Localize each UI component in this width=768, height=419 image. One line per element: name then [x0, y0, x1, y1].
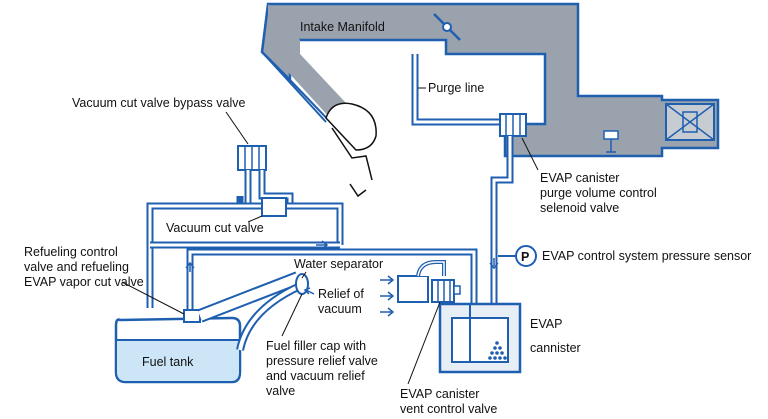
relief-of-vacuum-label: Relief of vacuum [318, 287, 367, 316]
vent-control-valve-label: EVAP canister vent control valve [400, 387, 497, 416]
vacuum-cut-bypass-label: Vacuum cut valve bypass valve [72, 96, 246, 110]
intake-manifold [260, 2, 720, 158]
flow-arrow-icon [380, 275, 395, 317]
svg-text:P: P [521, 250, 529, 264]
pressure-sensor-label: EVAP control system pressure sensor [542, 249, 751, 263]
vacuum-cut-valve-label: Vacuum cut valve [166, 221, 264, 235]
purge-line [411, 54, 500, 126]
intake-manifold-label: Intake Manifold [300, 20, 385, 34]
purge-line-label: Purge line [428, 81, 484, 95]
purge-solenoid-valve [499, 113, 527, 137]
vapor-line [150, 241, 478, 316]
vacuum-cut-bypass-valve [237, 145, 267, 171]
refueling-control-label: Refueling control valve and refueling EV… [24, 245, 144, 289]
fuel-tank-label: Fuel tank [142, 355, 194, 369]
evap-canister [438, 302, 522, 374]
throttle-valve-icon [433, 13, 461, 41]
purge-solenoid-label: EVAP canister purge volume control selen… [540, 171, 660, 215]
flow-arrow-icon [489, 258, 499, 270]
vent-control-valve [431, 279, 461, 303]
vacuum-lines [146, 170, 344, 308]
flow-arrow-icon [185, 261, 195, 272]
engine-cylinder-icon [325, 102, 377, 198]
pressure-sensor-icon: P [498, 245, 537, 267]
refueling-control-valve [183, 309, 201, 323]
water-separator [397, 260, 446, 303]
canister-purge-pipe [490, 136, 514, 304]
fuel-tank [114, 316, 242, 384]
vacuum-cut-valve [261, 197, 287, 217]
canister-label: EVAP cannister [530, 317, 581, 355]
flow-arrow-icon [316, 240, 329, 250]
fuel-filler-cap-label: Fuel filler cap with pressure relief val… [266, 339, 381, 398]
flow-arrow-icon [303, 287, 315, 295]
water-separator-label: Water separator [294, 257, 383, 271]
